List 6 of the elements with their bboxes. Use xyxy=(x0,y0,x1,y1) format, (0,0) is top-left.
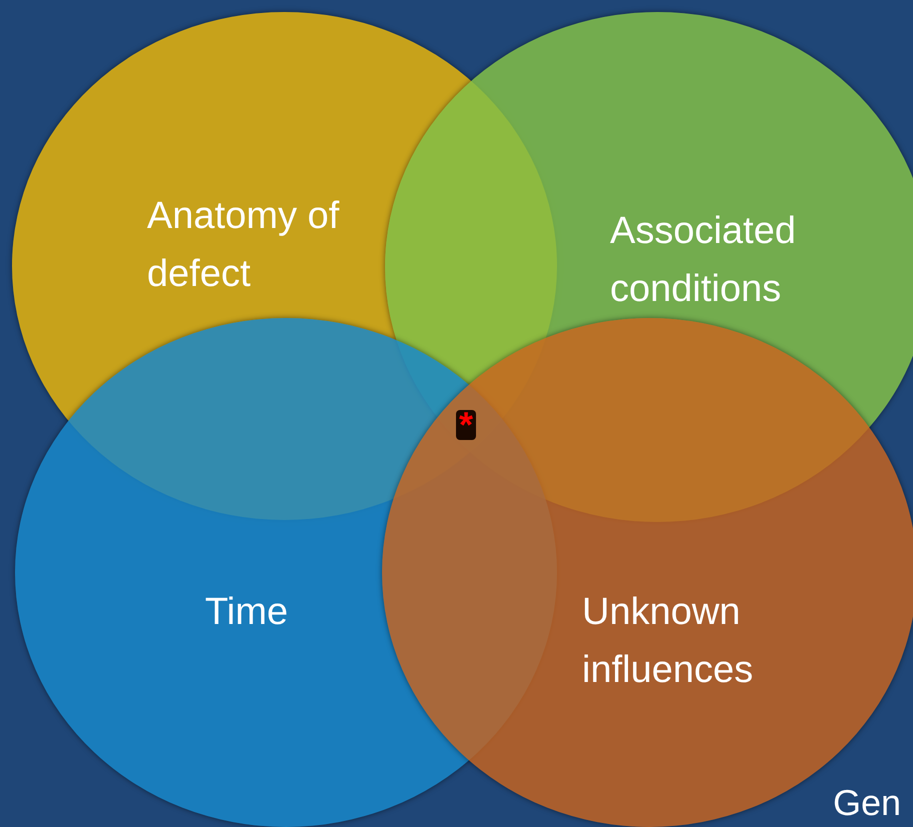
circle-label: Anatomy of defect xyxy=(147,194,340,297)
footer-text: Gen xyxy=(833,782,902,824)
circle-label: Time xyxy=(205,590,290,635)
circle-label: Associated conditions xyxy=(610,209,797,312)
circle-label: Unknown influences xyxy=(582,590,754,693)
asterisk-mark: * xyxy=(456,410,476,440)
